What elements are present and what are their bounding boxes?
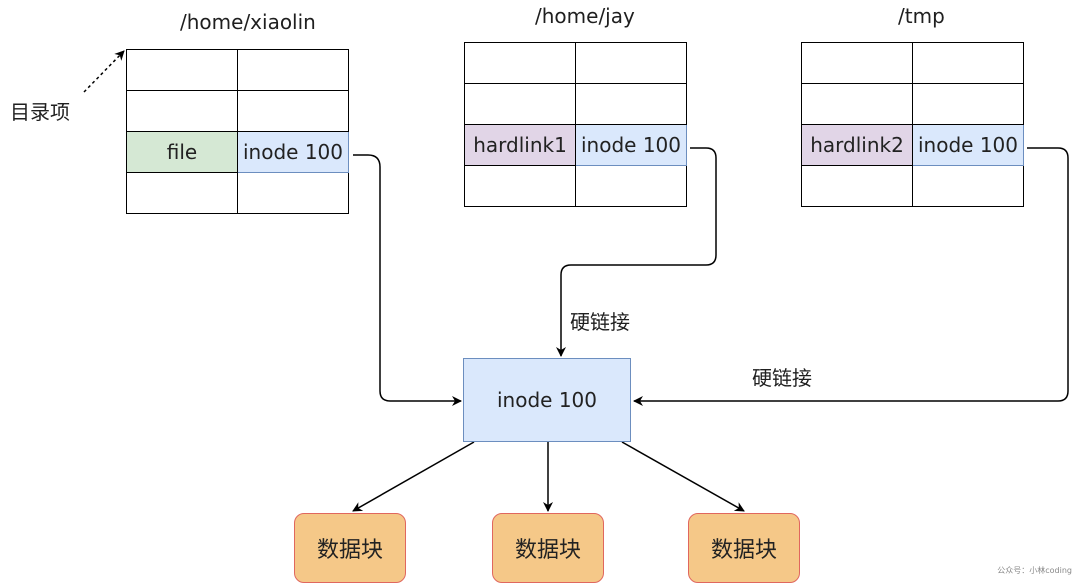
- table-cell: [237, 90, 349, 132]
- inode-box-label: inode 100: [497, 388, 597, 412]
- table-row: hardlink1 inode 100: [464, 124, 687, 166]
- link-arrow-xiaolin: [353, 154, 462, 406]
- table-row: [126, 90, 349, 132]
- data-block-label: 数据块: [316, 538, 383, 563]
- table-cell: [801, 83, 913, 125]
- hardlink-name-cell: hardlink2: [801, 124, 913, 166]
- entry-label: 目录项: [10, 100, 70, 124]
- table-cell: [912, 42, 1024, 84]
- table-cell: [912, 165, 1024, 207]
- block-arrow-right: [621, 441, 745, 512]
- hardlink-name-cell: hardlink1: [464, 124, 576, 166]
- table-row: [801, 165, 1024, 207]
- table-cell: [575, 165, 687, 207]
- hardlink-label-jay: 硬链接: [570, 310, 630, 334]
- data-block: 数据块: [294, 513, 406, 583]
- data-block: 数据块: [492, 513, 604, 583]
- entry-pointer-arrow: [83, 50, 125, 93]
- block-arrow-left: [352, 441, 475, 512]
- dir-path-xiaolin: /home/xiaolin: [180, 10, 316, 34]
- dir-table-jay: hardlink1 inode 100: [464, 42, 687, 207]
- watermark: 公众号：小林coding: [997, 566, 1072, 575]
- table-row: [464, 165, 687, 207]
- table-cell: [237, 172, 349, 214]
- inode-ref-cell: inode 100: [237, 131, 349, 173]
- inode-ref-cell: inode 100: [575, 124, 687, 166]
- dir-table-xiaolin: file inode 100: [126, 49, 349, 214]
- table-row: [464, 42, 687, 84]
- table-cell: [237, 49, 349, 91]
- table-row: file inode 100: [126, 131, 349, 173]
- hardlink-label-tmp: 硬链接: [752, 366, 812, 390]
- inode-box: inode 100: [463, 358, 631, 442]
- inode-ref-cell: inode 100: [912, 124, 1024, 166]
- file-name-cell: file: [126, 131, 238, 173]
- table-cell: [464, 165, 576, 207]
- table-cell: [801, 165, 913, 207]
- data-block-label: 数据块: [710, 538, 777, 563]
- link-arrow-tmp: [633, 147, 1069, 406]
- dir-path-tmp: /tmp: [898, 4, 945, 28]
- data-block-label: 数据块: [514, 538, 581, 563]
- table-row: [801, 42, 1024, 84]
- data-block: 数据块: [688, 513, 800, 583]
- dir-path-jay: /home/jay: [535, 4, 635, 28]
- link-arrow-jay: [556, 147, 717, 357]
- table-row: [126, 172, 349, 214]
- table-row: hardlink2 inode 100: [801, 124, 1024, 166]
- dir-table-tmp: hardlink2 inode 100: [801, 42, 1024, 207]
